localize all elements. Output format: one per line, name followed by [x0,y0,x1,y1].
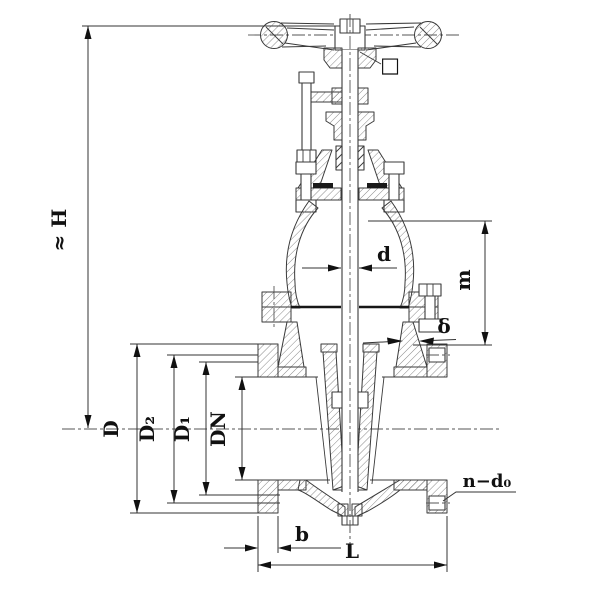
centerlines [62,14,500,546]
bonnet-bolt-right [383,161,405,175]
dim-label-nominal-bore: DN [206,411,230,447]
dim-label-flange-thickness: b [295,522,309,546]
valve-stem [335,14,365,546]
dim-label-dome-height: m [451,269,475,290]
bonnet-flange-joint [295,161,405,213]
packing-left [335,145,343,171]
dim-wall-thickness: δ [362,314,457,345]
packing-right [357,145,365,171]
callout-bolt-holes: n−d₀ [442,471,516,502]
dim-label-bolt-circle: D₂ [135,416,159,442]
eyebolt-head [298,71,315,84]
dim-label-stem-diameter: d [377,242,391,266]
dim-label-height: ≈ H [47,209,71,252]
body-neck-left [277,321,305,368]
dim-label-raised-face: D₁ [170,416,194,442]
stem-square-annotation: □ [359,51,400,77]
valve-body [257,321,450,526]
dim-dome-height: m [368,220,492,346]
dim-label-wall-thickness: δ [437,314,450,338]
dim-bolt-circle: D₂ [135,354,280,504]
gasket-left [313,183,333,188]
dim-label-face-to-face: L [345,539,359,563]
joint-bolt [418,283,442,297]
yoke-nut-right [357,47,377,69]
dim-nominal-bore: DN [206,376,258,481]
gasket-right [367,183,387,188]
wedge-gate [315,343,385,491]
callout-label-bolt-holes: n−d₀ [463,471,512,492]
body-bonnet-joint [261,283,442,333]
stem-square-symbol: □ [380,53,400,77]
dim-flange-od: D [99,343,258,514]
left-flange [257,343,279,378]
yoke-nut-left [323,47,343,69]
dim-face-to-face: L [258,516,448,572]
dim-label-flange-od: D [99,420,123,437]
dim-raised-face: D₁ [170,361,280,496]
dim-overall-height: ≈ H [47,25,336,428]
dim-flange-thickness: b [224,516,341,572]
dim-stem-diameter: d [302,242,397,272]
eyebolt-nut [296,149,317,164]
bonnet-bolt-left [295,161,317,175]
